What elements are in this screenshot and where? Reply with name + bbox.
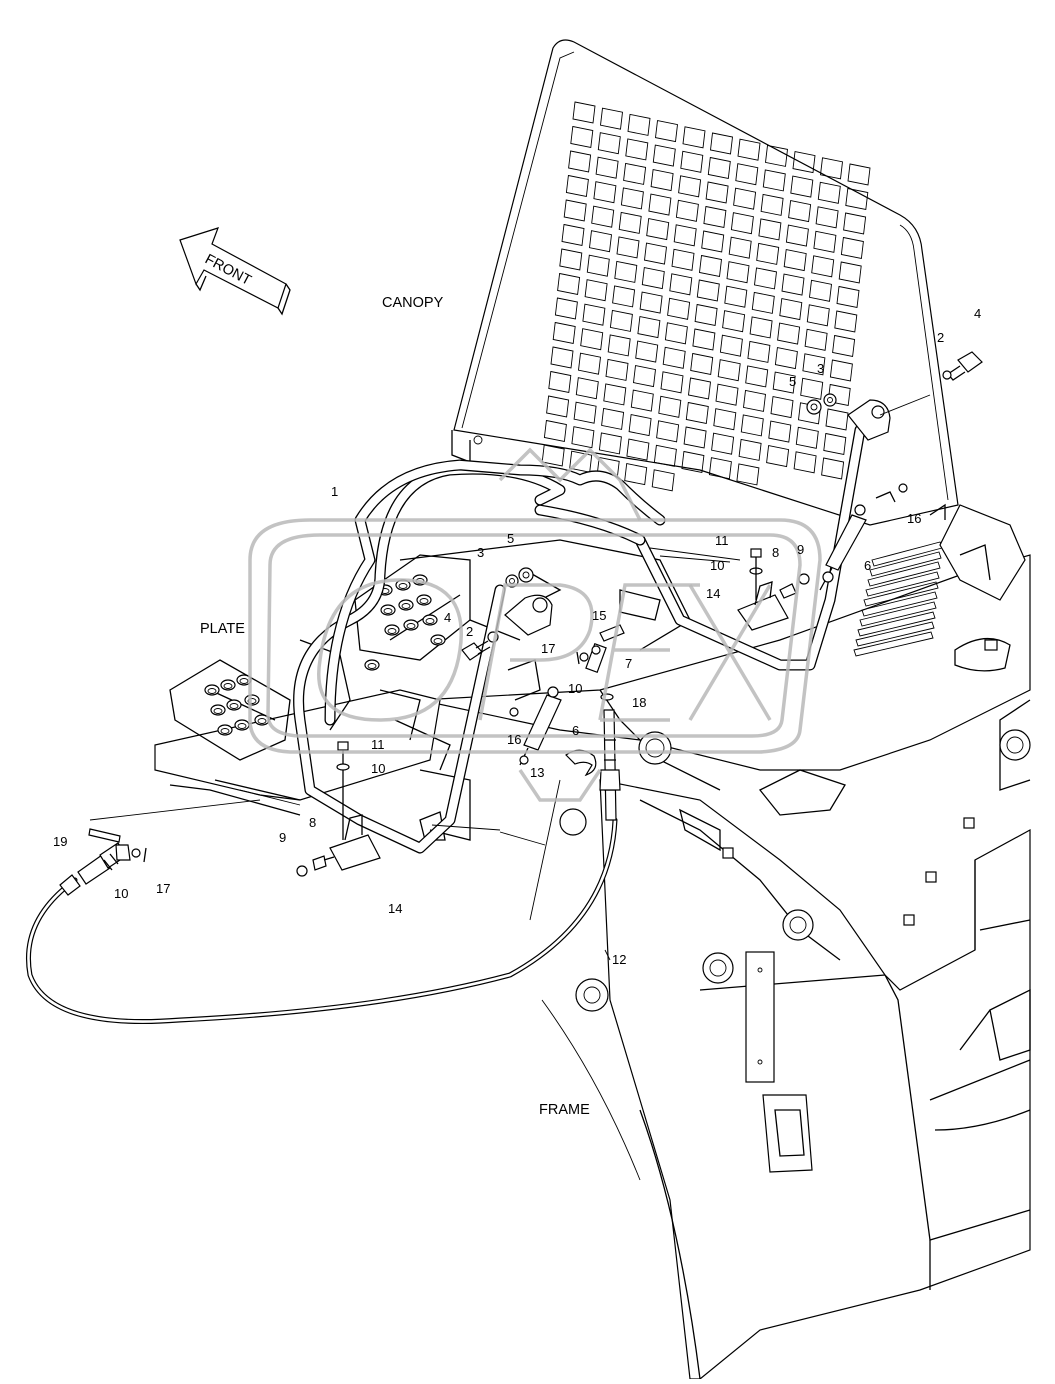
hardware [88, 351, 983, 1181]
callout-19: 19 [53, 834, 67, 849]
plate-holes [204, 574, 446, 736]
callout-2: 2 [466, 624, 473, 639]
callout-4: 4 [444, 610, 451, 625]
callout-18: 18 [632, 695, 646, 710]
callout-1: 1 [331, 484, 338, 499]
callout-2: 2 [937, 330, 944, 345]
callout-17: 17 [156, 881, 170, 896]
callout-14: 14 [706, 586, 720, 601]
canopy-label: CANOPY [382, 295, 444, 311]
callout-5: 5 [789, 374, 796, 389]
callout-11: 11 [715, 533, 729, 548]
frame-label: FRAME [539, 1102, 590, 1118]
callout-14: 14 [388, 901, 402, 916]
floor-plate [89, 539, 691, 841]
callout-16: 16 [907, 511, 921, 526]
callout-4: 4 [974, 306, 981, 321]
callout-3: 3 [477, 545, 484, 560]
callout-7: 7 [625, 656, 632, 671]
plate-label: PLATE [200, 621, 245, 637]
callout-6: 6 [572, 723, 579, 738]
front-arrow-icon: FRONT [179, 227, 291, 316]
logo-watermark [248, 447, 822, 802]
callout-10: 10 [371, 761, 385, 776]
callout-3: 3 [817, 361, 824, 376]
callout-9: 9 [797, 542, 804, 557]
callout-16: 16 [507, 732, 521, 747]
callout-13: 13 [530, 765, 544, 780]
callout-17: 17 [541, 641, 555, 656]
callout-labels: 1 2 2 3 3 4 4 5 5 6 6 7 8 8 9 9 10 10 10… [53, 306, 981, 967]
callout-10: 10 [568, 681, 582, 696]
callout-15: 15 [592, 608, 606, 623]
callout-9: 9 [279, 830, 286, 845]
callout-10: 10 [114, 886, 128, 901]
callout-10: 10 [710, 558, 724, 573]
callout-8: 8 [309, 815, 316, 830]
callout-8: 8 [772, 545, 779, 560]
callout-5: 5 [507, 531, 514, 546]
callout-6: 6 [864, 558, 871, 573]
handrail-tube [293, 399, 891, 854]
callout-11: 11 [371, 737, 385, 752]
canopy-mesh-grid [541, 101, 871, 492]
callout-12: 12 [612, 952, 626, 967]
